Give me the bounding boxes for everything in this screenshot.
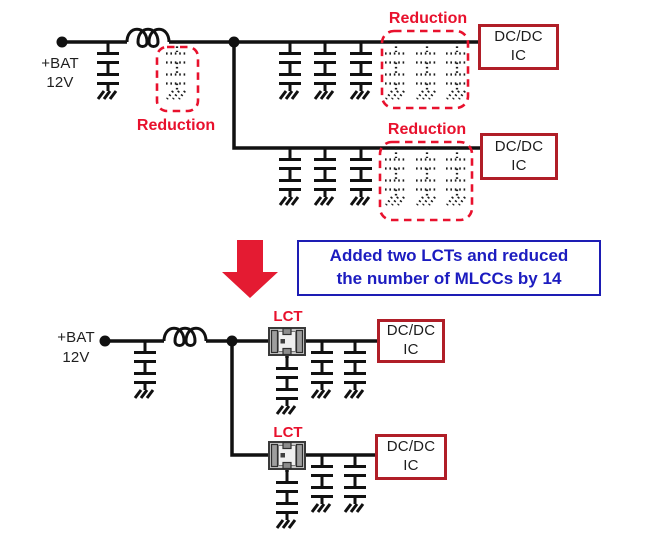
annotation-line2: the number of MLCCs by 14 [336,269,562,288]
dcdc-label-line1: DC/DC [494,137,544,155]
battery-label-line1: +BAT [57,329,95,346]
capacitor-stack [312,146,338,207]
annotation-box: Added two LCTs and reduced the number of… [297,240,601,296]
inductor [162,326,208,347]
dcdc-label-line1: DC/DC [386,438,436,456]
battery-label-line2: 12V [62,349,90,366]
capacitor-stack [277,40,303,101]
battery-label-line1: +BAT [41,55,79,72]
battery-node-dot [56,36,68,48]
before-circuit [56,27,480,222]
dcdc-label-line1: DC/DC [386,322,436,340]
wires [105,339,377,472]
lct-label-1: LCT [273,308,303,325]
reduction-outline-top [380,29,470,110]
capacitor-stack [348,146,374,207]
junction-dot [228,36,240,48]
removed-capacitor-stack [444,40,470,101]
dcdc-ic-box-3: DC/DC IC [377,319,445,363]
capacitor-stack [312,40,338,101]
reduction-outline-bottom [378,140,474,222]
capacitor-stack [95,40,121,101]
battery-node-dot [99,335,111,347]
inductor [125,27,171,48]
reduction-label-left: Reduction [136,117,216,134]
capacitor-stack [274,469,300,530]
removed-capacitor-stack [414,146,440,207]
lct-label-2: LCT [273,424,303,441]
reduction-label-top: Reduction [388,10,468,27]
reduction-outline-left [155,45,200,113]
dcdc-label-line2: IC [511,156,527,174]
dcdc-label-line2: IC [403,341,419,358]
capacitor-stack [132,339,158,400]
down-arrow-icon [222,240,278,298]
dcdc-label-line2: IC [403,457,419,474]
reduction-label-bottom: Reduction [387,121,467,138]
junction-dot [226,335,238,347]
annotation-line1: Added two LCTs and reduced [329,246,569,266]
dcdc-label-line1: DC/DC [494,28,543,46]
removed-capacitor-stack [164,40,190,101]
lct-component [268,327,306,356]
after-circuit [99,326,377,530]
lct-component [268,441,306,470]
dcdc-label-line2: IC [510,47,527,64]
dcdc-ic-box-4: DC/DC IC [375,434,447,480]
capacitor-stack [274,355,300,416]
capacitor-stack [342,339,368,400]
capacitor-stack [348,40,374,101]
capacitor-stack [309,453,335,514]
removed-capacitor-stack [414,40,440,101]
removed-capacitor-stack [383,146,409,207]
removed-capacitor-stack [383,40,409,101]
removed-capacitor-stack [444,146,470,207]
capacitor-stack [342,453,368,514]
dcdc-ic-box-2: DC/DC IC [480,133,558,180]
dcdc-ic-box-1: DC/DC IC [478,24,559,70]
battery-label-line2: 12V [46,74,74,91]
capacitor-stack [277,146,303,207]
capacitor-stack [309,339,335,400]
